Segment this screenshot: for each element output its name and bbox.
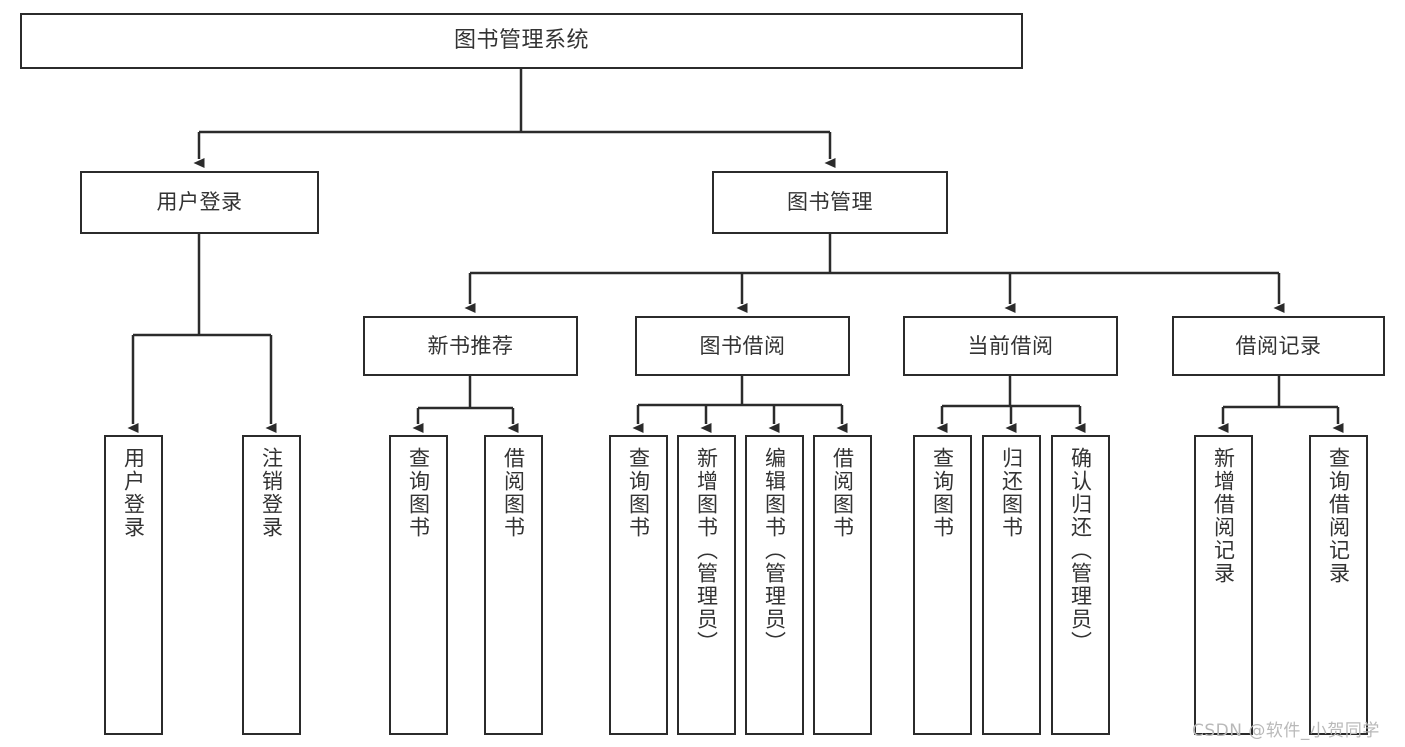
leaf-add-book-admin[interactable]: 新增图书（管理员）	[677, 435, 736, 735]
node-root-label: 图书管理系统	[453, 28, 589, 54]
leaf-query-borrow-record[interactable]: 查询借阅记录	[1309, 435, 1368, 735]
csdn-watermark: CSDN @软件_小贺同学	[1192, 721, 1380, 741]
leaf-add-borrow-record[interactable]: 新增借阅记录	[1194, 435, 1253, 735]
leaf-query-book-current[interactable]: 查询图书	[913, 435, 972, 735]
leaf-query-book-recommend-label: 查询图书	[406, 447, 431, 539]
node-current-borrow-label: 当前借阅	[967, 333, 1054, 358]
leaf-edit-book-admin[interactable]: 编辑图书（管理员）	[745, 435, 804, 735]
node-book-management-label: 图书管理	[787, 190, 873, 215]
node-current-borrow[interactable]: 当前借阅	[903, 316, 1118, 376]
leaf-borrow-book[interactable]: 借阅图书	[813, 435, 872, 735]
leaf-query-book-current-label: 查询图书	[930, 447, 955, 539]
leaf-query-book-borrow-label: 查询图书	[626, 447, 651, 539]
leaf-query-book-recommend[interactable]: 查询图书	[389, 435, 448, 735]
leaf-return-book-label: 归还图书	[999, 447, 1024, 539]
node-book-borrow[interactable]: 图书借阅	[635, 316, 850, 376]
leaf-user-login[interactable]: 用户登录	[104, 435, 163, 735]
leaf-borrow-book-recommend[interactable]: 借阅图书	[484, 435, 543, 735]
node-book-borrow-label: 图书借阅	[699, 333, 786, 358]
leaf-return-book[interactable]: 归还图书	[982, 435, 1041, 735]
node-root[interactable]: 图书管理系统	[20, 13, 1023, 69]
leaf-user-login-label: 用户登录	[121, 447, 146, 539]
leaf-borrow-book-label: 借阅图书	[830, 447, 855, 539]
node-user-login-label: 用户登录	[156, 190, 243, 215]
leaf-query-book-borrow[interactable]: 查询图书	[609, 435, 668, 735]
node-new-book-recommend[interactable]: 新书推荐	[363, 316, 578, 376]
leaf-logout-label: 注销登录	[259, 447, 284, 539]
leaf-borrow-book-recommend-label: 借阅图书	[501, 447, 526, 539]
leaf-logout[interactable]: 注销登录	[242, 435, 301, 735]
leaf-edit-book-admin-label: 编辑图书（管理员）	[762, 447, 787, 654]
leaf-add-borrow-record-label: 新增借阅记录	[1211, 447, 1236, 585]
node-book-management[interactable]: 图书管理	[712, 171, 948, 234]
node-borrow-record[interactable]: 借阅记录	[1172, 316, 1385, 376]
leaf-confirm-return-admin-label: 确认归还（管理员）	[1068, 447, 1093, 654]
node-borrow-record-label: 借阅记录	[1235, 333, 1322, 358]
node-new-book-recommend-label: 新书推荐	[427, 333, 514, 358]
node-user-login[interactable]: 用户登录	[80, 171, 319, 234]
leaf-confirm-return-admin[interactable]: 确认归还（管理员）	[1051, 435, 1110, 735]
leaf-query-borrow-record-label: 查询借阅记录	[1326, 447, 1351, 585]
leaf-add-book-admin-label: 新增图书（管理员）	[694, 447, 719, 654]
